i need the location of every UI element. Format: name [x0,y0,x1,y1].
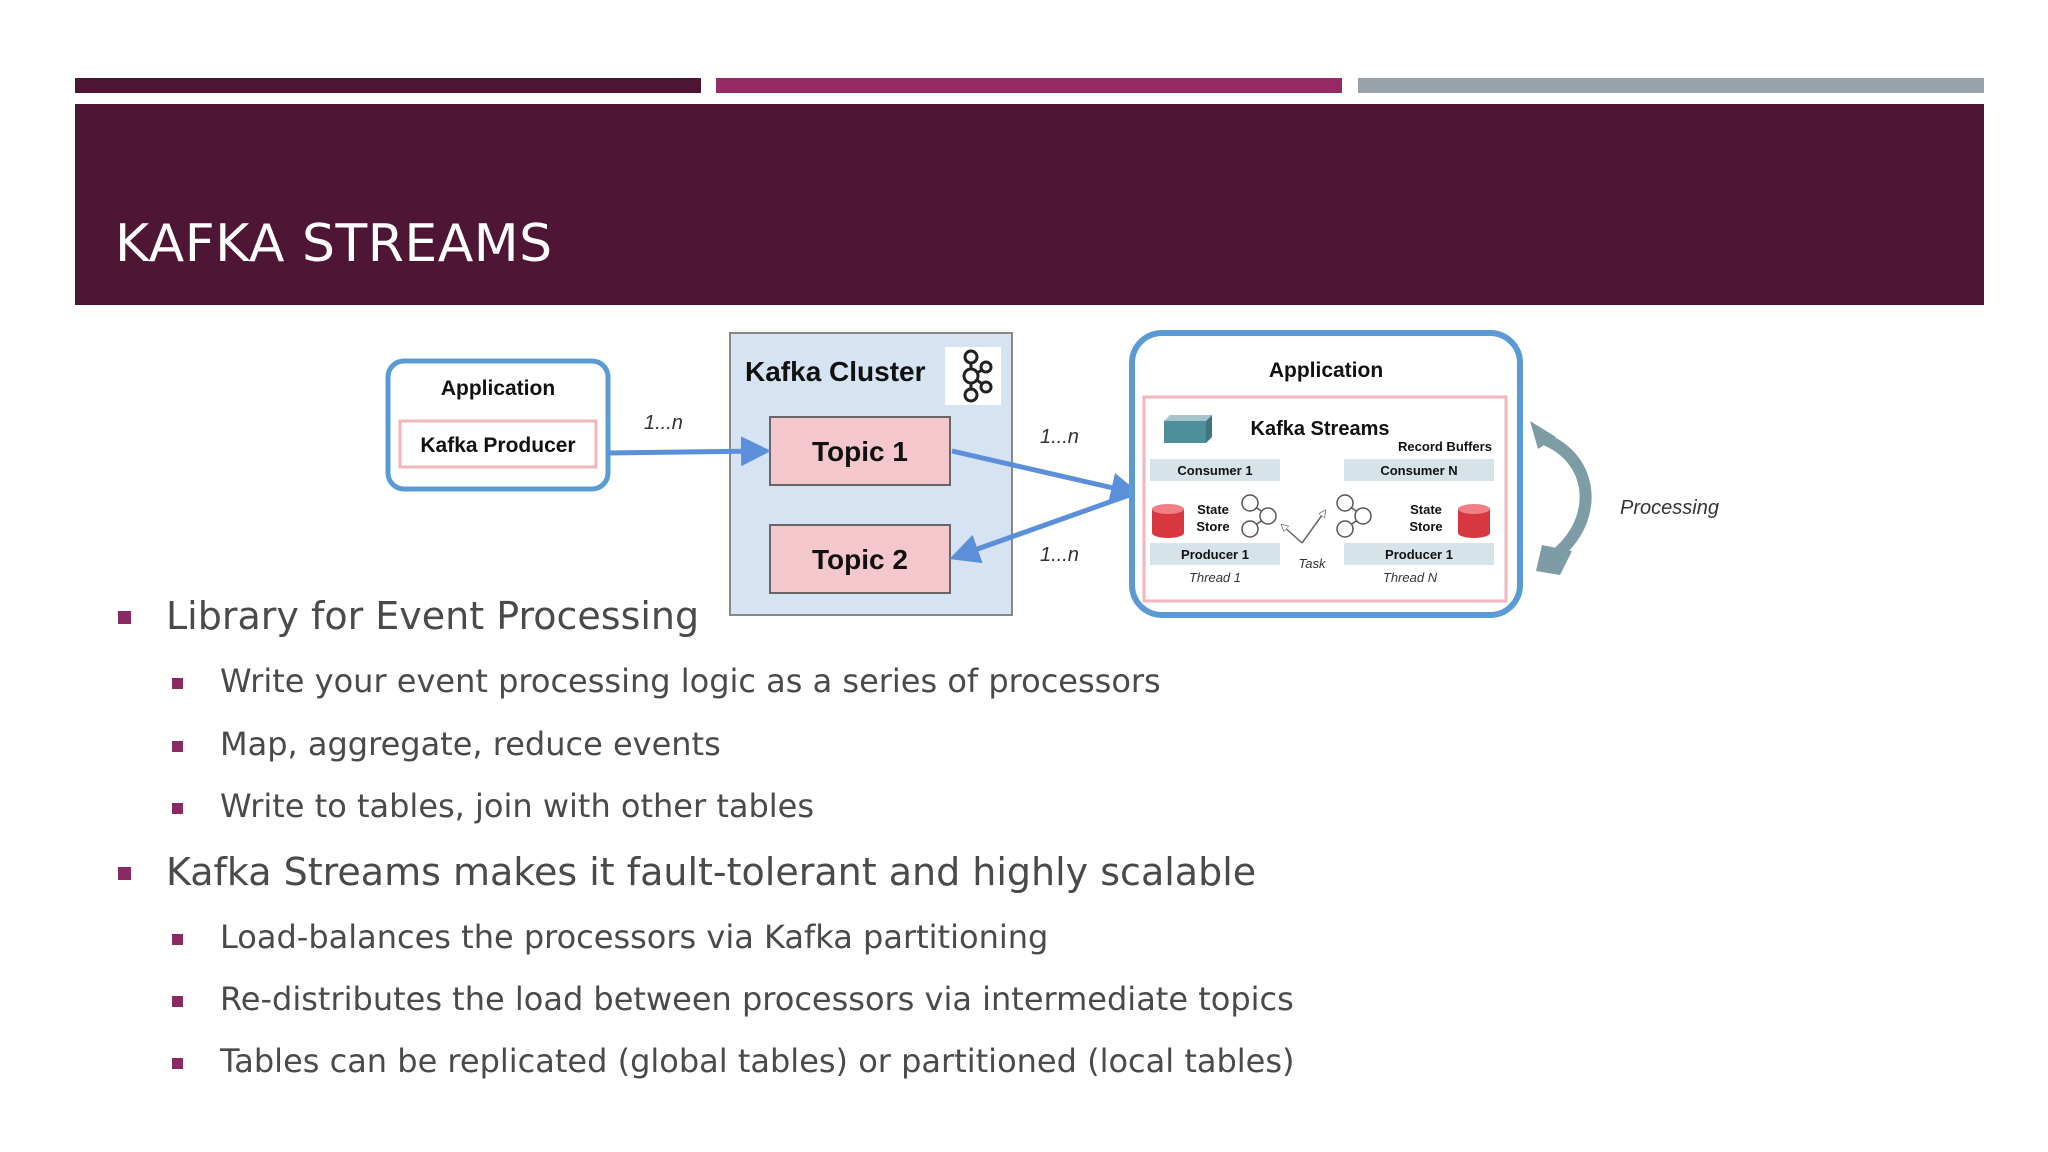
producer-1-left-label: Producer 1 [1181,547,1249,562]
streams-application: Application Kafka Streams Record Buffers… [1129,330,1523,618]
accent-bar-dark [75,78,701,93]
state-store-left-icon [1152,504,1184,538]
page-title: KAFKA STREAMS [115,214,553,274]
kafka-cluster-title: Kafka Cluster [745,356,926,387]
producer-app-title: Application [441,377,555,400]
bullet-item-level2: Tables can be replicated (global tables)… [220,1042,1295,1080]
task-label: Task [1299,556,1327,571]
accent-bar-magenta [716,78,1342,93]
streams-to-topic2-arrow [949,490,1136,564]
bullet-item-level2: Write your event processing logic as a s… [220,662,1161,700]
consumer-1-label: Consumer 1 [1177,463,1252,478]
bullet-marker [172,996,183,1007]
processor-graph-right-icon [1336,494,1372,538]
state-store-left-line2: Store [1196,519,1229,534]
streams-app-title: Application [1269,359,1383,382]
bullet-marker [172,803,183,814]
topic-1-box [769,416,951,486]
bullet-item-level1: Kafka Streams makes it fault-tolerant an… [166,850,1257,894]
topic-1-label: Topic 1 [812,436,908,467]
multiplicity-left: 1...n [644,412,683,434]
topic1-to-streams-arrow [951,448,1141,503]
processor-graph-left-icon [1241,494,1277,538]
topic-2-label: Topic 2 [812,544,908,575]
task-pointer-right [1301,511,1325,544]
streams-box-icon [1164,415,1212,443]
multiplicity-right-bottom: 1...n [1040,544,1079,566]
processing-label: Processing [1620,497,1719,519]
processing-loop-arrow [1530,421,1592,575]
bullet-item-level2: Load-balances the processors via Kafka p… [220,918,1049,956]
kafka-streams-label: Kafka Streams [1251,418,1390,440]
bullet-marker [172,1058,183,1069]
thread-n-label: Thread N [1383,570,1438,585]
thread-1-label: Thread 1 [1189,570,1241,585]
multiplicity-right-top: 1...n [1040,426,1079,448]
record-buffers-label: Record Buffers [1398,439,1492,454]
kafka-cluster: Kafka Cluster Topic 1 Topic 2 [729,332,1013,616]
kafka-logo-icon [945,347,1001,405]
bullet-marker [172,934,183,945]
bullet-item-level2: Map, aggregate, reduce events [220,725,721,763]
state-store-left-line1: State [1197,502,1229,517]
bullet-marker [118,611,131,624]
bullet-marker [172,741,183,752]
kafka-streams-diagram: Application Kafka Producer Kafka Cluster… [385,330,1719,618]
state-store-right-icon [1458,504,1490,538]
title-band: KAFKA STREAMS [75,104,1984,305]
bullet-marker [172,678,183,689]
bullet-item-level2: Write to tables, join with other tables [220,787,815,825]
bullet-marker [118,867,131,880]
state-store-right-line2: Store [1409,519,1442,534]
state-store-right-line1: State [1410,502,1442,517]
producer-application: Application Kafka Producer [385,358,611,492]
kafka-producer-label: Kafka Producer [420,434,575,457]
bullet-item-level2: Re-distributes the load between processo… [220,980,1294,1018]
producer-to-topic1-arrow [607,436,771,467]
producer-1-right-label: Producer 1 [1385,547,1453,562]
accent-bar-gray [1358,78,1984,93]
consumer-n-label: Consumer N [1380,463,1457,478]
task-pointer-left [1282,525,1303,544]
